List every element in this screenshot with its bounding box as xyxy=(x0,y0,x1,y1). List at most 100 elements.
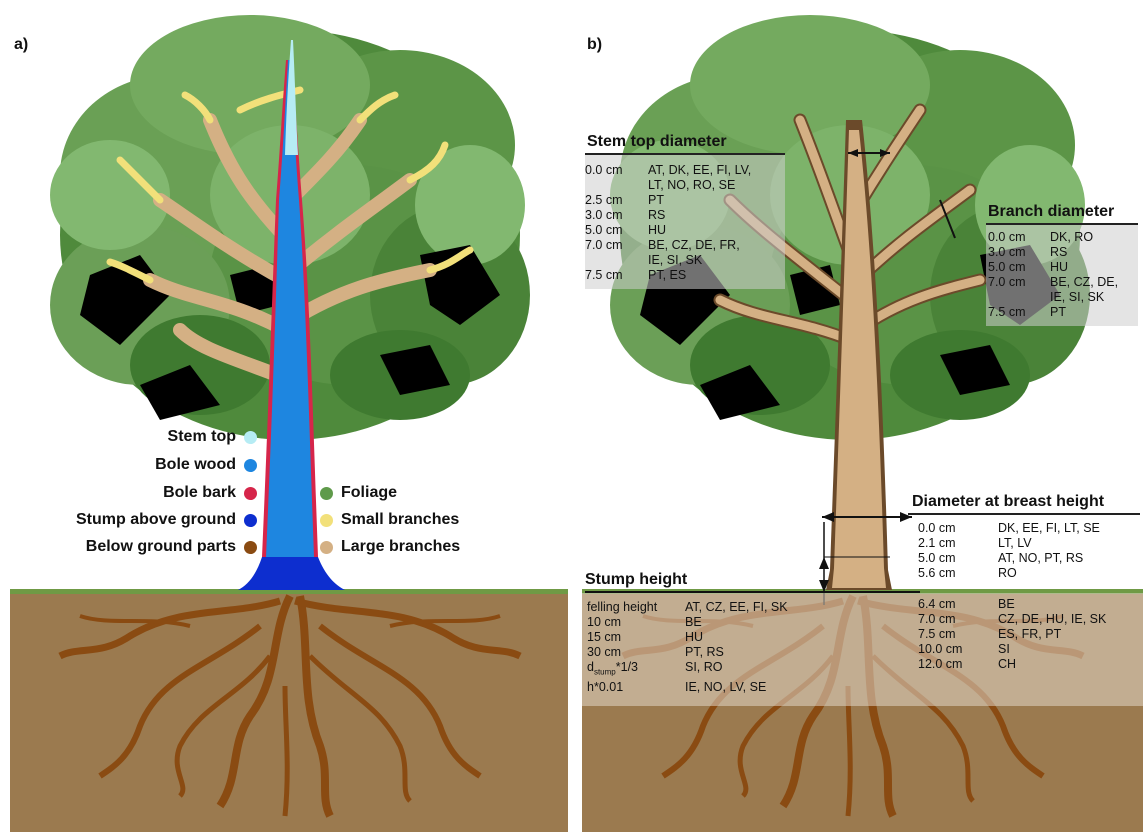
value-cell: h*0.01 xyxy=(587,680,685,695)
foliage-swatch xyxy=(320,487,333,500)
value-cell: 7.5 cm xyxy=(918,627,998,642)
legend-label: Bole wood xyxy=(155,456,236,474)
countries-cell: CZ, DE, HU, IE, SK xyxy=(998,612,1138,627)
value-cell: 3.0 cm xyxy=(585,208,648,223)
value-cell xyxy=(988,290,1050,305)
value-cell: 5.0 cm xyxy=(918,551,998,566)
dbh-title: Diameter at breast height xyxy=(908,493,1140,515)
legend-label: Bole bark xyxy=(163,484,236,502)
stem-top-swatch xyxy=(244,431,257,444)
value-subscript: stump xyxy=(594,668,616,677)
value-cell: 12.0 cm xyxy=(918,657,998,672)
countries-cell: PT, ES xyxy=(648,268,783,283)
countries-cell: HU xyxy=(648,223,783,238)
legend-label: Large branches xyxy=(341,538,460,556)
value-cell: dstump*1/3 xyxy=(587,660,685,680)
value-cell: 2.1 cm xyxy=(918,536,998,551)
value-cell: 0.0 cm xyxy=(988,230,1050,245)
countries-cell: DK, RO xyxy=(1050,230,1136,245)
value-cell: 5.0 cm xyxy=(585,223,648,238)
stem-top-title: Stem top diameter xyxy=(585,133,785,155)
table-row: 7.0 cmCZ, DE, HU, IE, SK xyxy=(918,612,1138,627)
legend-item-bole-bark: Bole bark xyxy=(163,484,257,502)
panel-a-drawing xyxy=(10,15,568,832)
countries-cell: RS xyxy=(648,208,783,223)
countries-cell: ES, FR, PT xyxy=(998,627,1138,642)
countries-cell: CH xyxy=(998,657,1138,672)
value-cell: 7.5 cm xyxy=(988,305,1050,320)
countries-cell: HU xyxy=(1050,260,1136,275)
bole-bark-swatch xyxy=(244,487,257,500)
countries-cell: AT, NO, PT, RS xyxy=(998,551,1138,566)
value-main: d xyxy=(587,660,594,674)
below-ground-swatch xyxy=(244,541,257,554)
legend-item-foliage: Foliage xyxy=(320,484,397,502)
panel-a-label: a) xyxy=(14,36,28,54)
countries-cell: BE, CZ, DE, FR, xyxy=(648,238,783,253)
value-cell: felling height xyxy=(587,600,685,615)
legend-label: Stump above ground xyxy=(76,511,236,529)
legend-item-small-branches: Small branches xyxy=(320,511,459,529)
panel-b-label: b) xyxy=(587,36,602,54)
countries-cell: BE xyxy=(998,597,1138,612)
countries-cell: HU xyxy=(685,630,818,645)
countries-cell: SI, RO xyxy=(685,660,818,680)
table-row: IE, SI, SK xyxy=(585,253,783,268)
value-cell: 10 cm xyxy=(587,615,685,630)
table-row: LT, NO, RO, SE xyxy=(585,178,783,193)
legend-label: Below ground parts xyxy=(86,538,236,556)
value-suffix: *1/3 xyxy=(616,660,638,674)
countries-cell: LT, LV xyxy=(998,536,1138,551)
value-cell: 10.0 cm xyxy=(918,642,998,657)
stump-swatch xyxy=(244,514,257,527)
value-cell: 3.0 cm xyxy=(988,245,1050,260)
value-cell: 6.4 cm xyxy=(918,597,998,612)
value-cell: 7.0 cm xyxy=(585,238,648,253)
value-cell: 5.0 cm xyxy=(988,260,1050,275)
countries-cell: RO xyxy=(998,566,1138,581)
value-cell: 7.0 cm xyxy=(988,275,1050,290)
legend-item-below-ground: Below ground parts xyxy=(86,538,257,556)
stump-title: Stump height xyxy=(585,571,820,591)
legend-label: Stem top xyxy=(168,428,236,446)
countries-cell: LT, NO, RO, SE xyxy=(648,178,783,193)
value-cell: 30 cm xyxy=(587,645,685,660)
countries-cell: RS xyxy=(1050,245,1136,260)
countries-cell: PT xyxy=(1050,305,1136,320)
branch-title: Branch diameter xyxy=(986,203,1138,225)
value-cell: 5.6 cm xyxy=(918,566,998,581)
countries-cell: AT, DK, EE, FI, LV, xyxy=(648,163,783,178)
value-cell: 0.0 cm xyxy=(585,163,648,178)
countries-cell: IE, SI, SK xyxy=(648,253,783,268)
bole-wood-swatch xyxy=(244,459,257,472)
legend-item-large-branches: Large branches xyxy=(320,538,460,556)
